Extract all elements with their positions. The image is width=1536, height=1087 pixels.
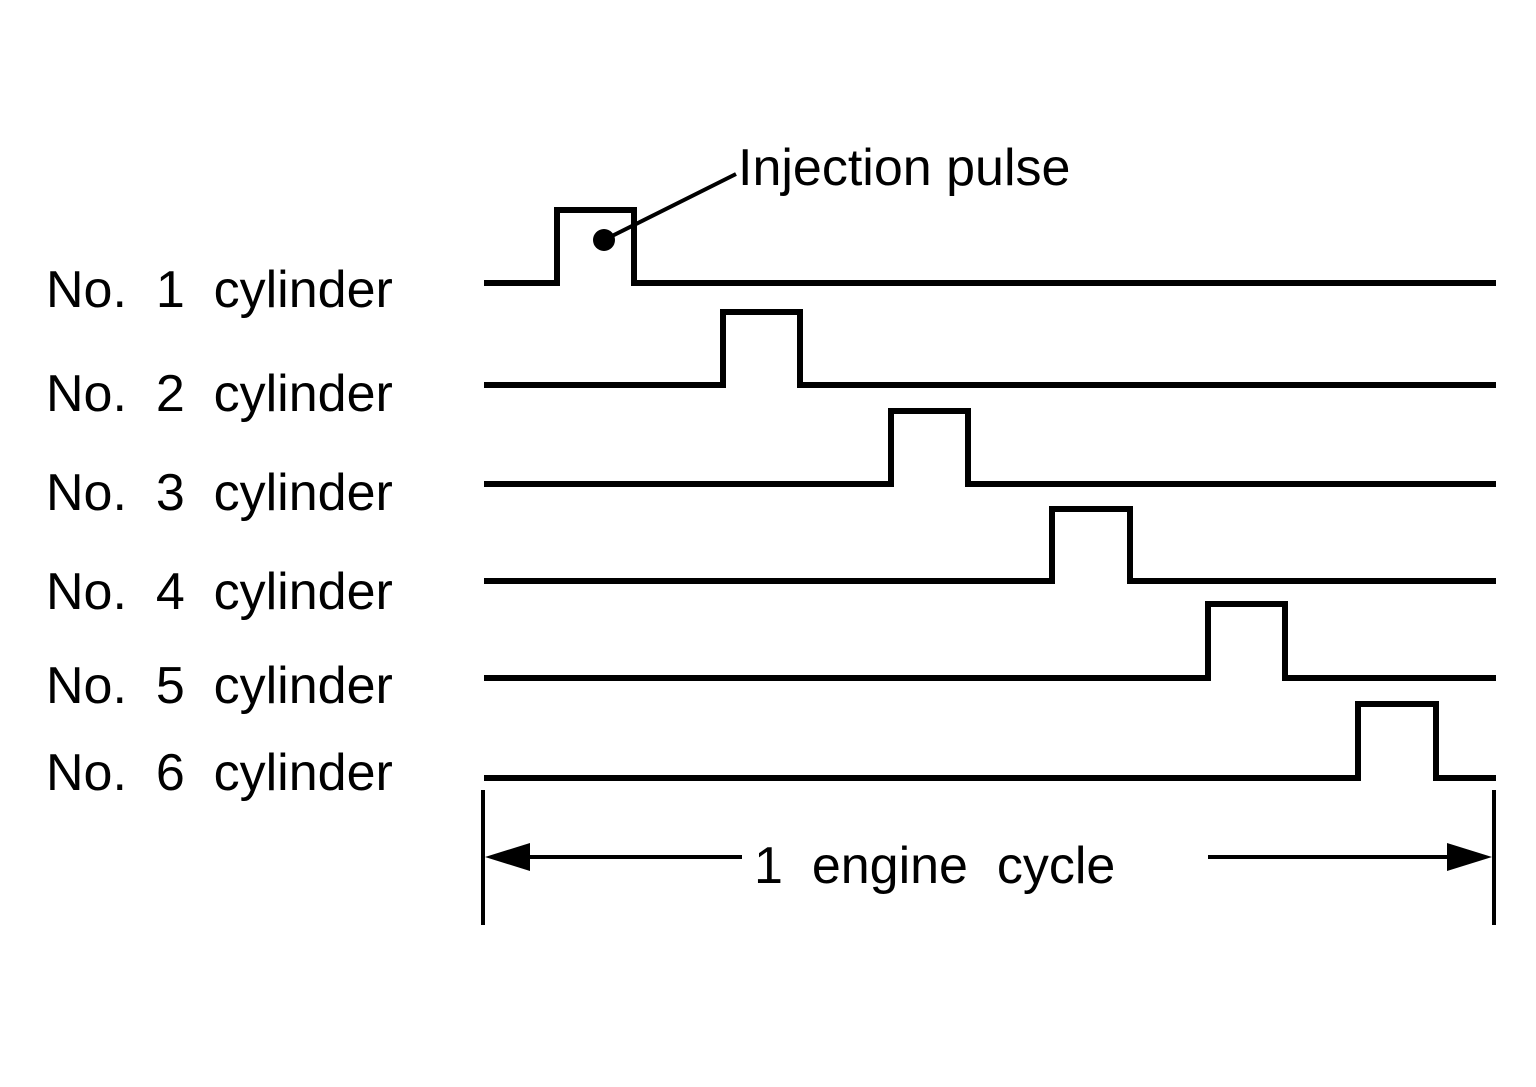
cylinder-3-pulse-trace: [484, 408, 1496, 487]
cylinder-label-3: No. 3 cylinder: [46, 464, 393, 522]
cylinder-1-pulse-trace: [484, 207, 1496, 286]
injection-pulse-leader-line: [603, 172, 737, 242]
cylinder-4-pulse-trace: [484, 506, 1496, 584]
cylinder-6-pulse-trace: [484, 701, 1496, 781]
cylinder-2-pulse-trace: [484, 309, 1496, 388]
cylinder-label-1: No. 1 cylinder: [46, 261, 393, 319]
cylinder-label-2: No. 2 cylinder: [46, 365, 393, 423]
cylinder-label-6: No. 6 cylinder: [46, 744, 393, 802]
cylinder-5-pulse-trace: [484, 601, 1496, 681]
cylinder-label-5: No. 5 cylinder: [46, 657, 393, 715]
cylinder-label-4: No. 4 cylinder: [46, 563, 393, 621]
engine-cycle-label: 1 engine cycle: [754, 837, 1115, 895]
cycle-right-arrowhead: [1447, 843, 1492, 871]
cycle-left-arrowhead: [485, 843, 530, 871]
injection-pulse-marker-dot: [593, 229, 615, 251]
injection-pulse-label: Injection pulse: [738, 139, 1070, 197]
